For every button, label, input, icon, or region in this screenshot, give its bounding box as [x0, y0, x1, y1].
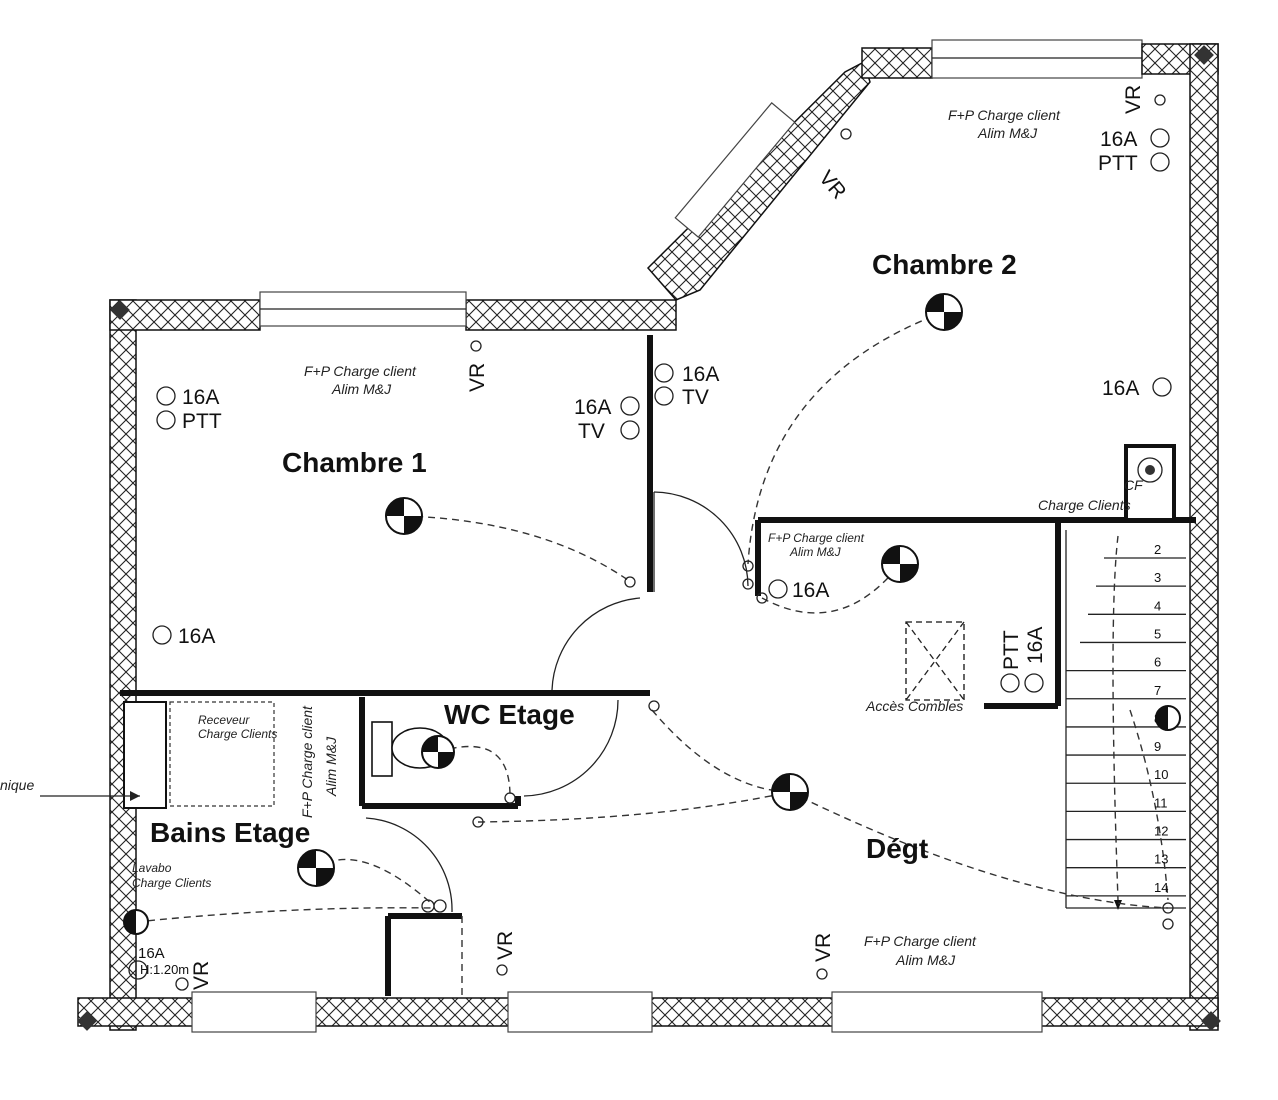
- corner-marker: [1201, 1011, 1221, 1031]
- stair-number: 8: [1154, 711, 1161, 726]
- window-diagonal: [674, 102, 796, 238]
- left-wall: [109, 299, 137, 1031]
- note-alim-small: Alim M&J: [789, 545, 842, 559]
- sockets: [128, 128, 1172, 980]
- wall-light: [123, 909, 149, 935]
- stair-number: 12: [1154, 824, 1168, 839]
- stair-number: 13: [1154, 852, 1168, 867]
- note-fp-chambre1: F+P Charge client: [304, 363, 417, 379]
- label-16a: 16A: [182, 386, 219, 409]
- door-swings: [365, 491, 749, 913]
- light-point: [925, 293, 963, 331]
- label-ptt: PTT: [182, 410, 222, 433]
- stair-number: 10: [1154, 767, 1168, 782]
- stair-numbers: 2 3 4 5 6 7 8 9 10 11 12 13 14: [1154, 542, 1168, 895]
- label-vr: VR: [1122, 85, 1145, 114]
- top-right-wall-a: [861, 47, 933, 79]
- note-alim-chambre2: Alim M&J: [977, 125, 1038, 141]
- room-chambre-1: Chambre 1: [282, 447, 427, 478]
- label-vr: VR: [466, 363, 489, 392]
- stair-number: 7: [1154, 683, 1161, 698]
- window-bottom-2: [507, 991, 653, 1033]
- exterior-walls: [77, 39, 1221, 1033]
- note-fp-vertical: F+P Charge client: [299, 705, 315, 818]
- note-charge-clients: Charge Clients: [1038, 497, 1131, 513]
- stair-number: 9: [1154, 739, 1161, 754]
- label-16a: 16A: [574, 396, 611, 419]
- wall-light: [1155, 705, 1181, 731]
- label-tv: TV: [578, 420, 605, 443]
- note-left-arrow: nique: [0, 777, 34, 793]
- stair-number: 6: [1154, 655, 1161, 670]
- light-point: [771, 773, 809, 811]
- label-16a: 16A: [792, 579, 829, 602]
- note-receveur-charge: Charge Clients: [198, 727, 277, 741]
- stair-number: 5: [1154, 626, 1161, 641]
- note-fp-chambre2: F+P Charge client: [948, 107, 1061, 123]
- note-hauteur-16a: 16A: [138, 945, 165, 962]
- window-bottom-1: [191, 991, 317, 1033]
- room-bains: Bains Etage: [150, 817, 310, 848]
- note-lavabo: Lavabo: [132, 861, 172, 875]
- note-alim-vertical: Alim M&J: [323, 736, 339, 797]
- acces-combles-hatch: [905, 621, 965, 701]
- label-vr: VR: [812, 933, 835, 962]
- stair-number: 14: [1154, 880, 1168, 895]
- label-vr: VR: [494, 931, 517, 960]
- label-16a: 16A: [682, 363, 719, 386]
- stair-number: 4: [1154, 598, 1161, 613]
- note-alim-chambre1: Alim M&J: [331, 381, 392, 397]
- label-ptt: PTT: [1000, 630, 1023, 670]
- room-chambre-2: Chambre 2: [872, 249, 1017, 280]
- light-point: [297, 849, 335, 887]
- note-acces-combles: Accès Combles: [865, 698, 963, 714]
- label-vr: VR: [190, 961, 213, 990]
- note-fp-degt: F+P Charge client: [864, 933, 977, 949]
- label-16a: 16A: [178, 625, 215, 648]
- note-hauteur: H:1.20m: [140, 962, 189, 977]
- label-tv: TV: [682, 386, 709, 409]
- room-degt: Dégt: [866, 833, 928, 864]
- stair-number: 11: [1154, 795, 1168, 810]
- interior-walls: [120, 335, 1196, 996]
- ceiling-lights: [123, 293, 1181, 935]
- light-point: [421, 735, 455, 769]
- light-point: [385, 497, 423, 535]
- room-wc: WC Etage: [444, 699, 575, 730]
- bath-fixtures: [123, 701, 449, 809]
- corner-marker: [1194, 45, 1214, 65]
- label-16a: 16A: [1102, 377, 1139, 400]
- note-receveur: Receveur: [198, 713, 250, 727]
- diagonal-wall: [646, 60, 871, 301]
- label-16a: 16A: [1100, 128, 1137, 151]
- switches: [175, 94, 1174, 991]
- stair-number: 3: [1154, 570, 1161, 585]
- label-ptt: PTT: [1098, 152, 1138, 175]
- note-fp-small: F+P Charge client: [768, 531, 865, 545]
- note-alim-degt: Alim M&J: [895, 952, 956, 968]
- note-cf: CF: [1124, 477, 1144, 493]
- light-point: [881, 545, 919, 583]
- label-16a: 16A: [1024, 627, 1047, 664]
- window-top-right: [931, 39, 1143, 79]
- window-bottom-3: [831, 991, 1043, 1033]
- top-left-wall: [109, 299, 261, 331]
- label-vr: VR: [814, 166, 850, 203]
- right-wall: [1189, 43, 1219, 1031]
- top-mid-wall: [465, 299, 677, 331]
- corner-marker: [110, 300, 130, 320]
- stair-number: 2: [1154, 542, 1161, 557]
- note-lavabo-charge: Charge Clients: [132, 876, 211, 890]
